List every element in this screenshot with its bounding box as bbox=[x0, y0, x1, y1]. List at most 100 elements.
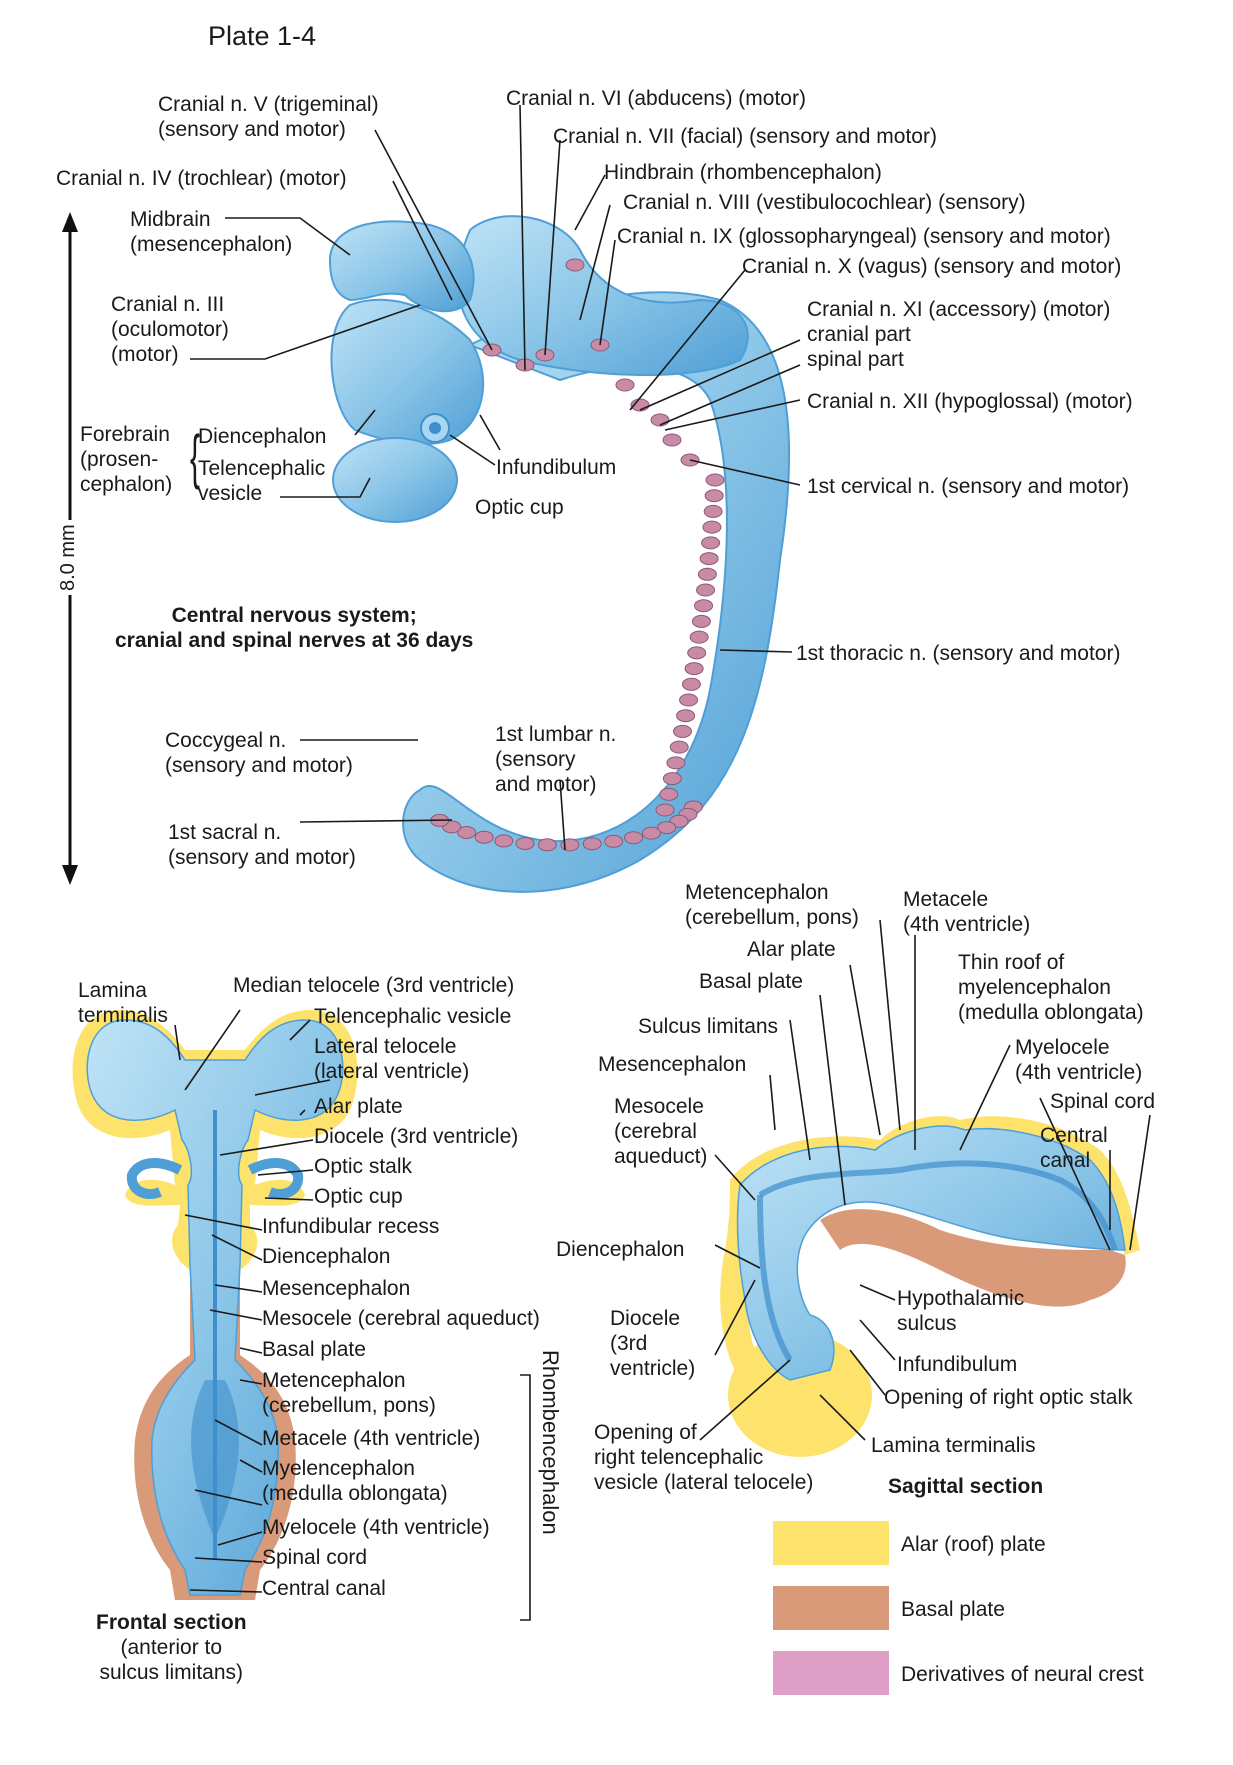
label-sag-infundibulum: Infundibulum bbox=[897, 1353, 1018, 1376]
label-infundibular-recess: Infundibular recess bbox=[262, 1215, 440, 1238]
label-cn3: Cranial n. III(oculomotor)(motor) bbox=[111, 293, 229, 366]
label-cn8: Cranial n. VIII (vestibulocochlear) (sen… bbox=[623, 191, 1026, 214]
nerve-root-ganglion bbox=[702, 520, 722, 534]
nerve-root-ganglion bbox=[537, 838, 557, 852]
label-optic-cup-top: Optic cup bbox=[475, 496, 564, 519]
nerve-root-ganglion bbox=[684, 662, 704, 676]
label-thoracic: 1st thoracic n. (sensory and motor) bbox=[796, 642, 1121, 665]
legend-label-alar: Alar (roof) plate bbox=[901, 1533, 1046, 1556]
spinal-nerve-roots bbox=[430, 258, 725, 852]
nerve-root-ganglion bbox=[676, 709, 696, 723]
label-frontal-basal: Basal plate bbox=[262, 1338, 366, 1361]
plate-title: Plate 1-4 bbox=[208, 21, 317, 51]
nerve-root-ganglion bbox=[669, 740, 689, 754]
label-cn9: Cranial n. IX (glossopharyngeal) (sensor… bbox=[617, 225, 1111, 248]
sagittal-alar-bulb bbox=[728, 1333, 872, 1457]
label-cervical: 1st cervical n. (sensory and motor) bbox=[807, 475, 1130, 498]
label-sag-mesencephalon: Mesencephalon bbox=[598, 1053, 747, 1076]
left-optic-stalk bbox=[126, 1158, 183, 1199]
sagittal-neural-tube bbox=[736, 1125, 1126, 1381]
label-sag-basal: Basal plate bbox=[699, 970, 803, 993]
sagittal-leader-lines bbox=[699, 919, 1151, 1441]
nerve-root-ganglion bbox=[681, 677, 701, 691]
label-frontal-mesencephalon: Mesencephalon bbox=[262, 1277, 411, 1300]
nerve-root-ganglion bbox=[457, 825, 477, 839]
label-frontal-myelocele: Myelocele (4th ventricle) bbox=[262, 1516, 490, 1539]
nerve-root-ganglion bbox=[689, 630, 709, 644]
nerve-root-ganglion bbox=[691, 614, 711, 628]
top-leader-lines bbox=[190, 104, 801, 851]
label-hindbrain: Hindbrain (rhombencephalon) bbox=[604, 161, 882, 184]
frontal-caption: Frontal section (anterior to sulcus limi… bbox=[96, 1611, 247, 1684]
label-midbrain: Midbrain(mesencephalon) bbox=[130, 208, 293, 256]
nerve-root-ganglion bbox=[662, 772, 682, 786]
frontal-metacele bbox=[191, 1380, 239, 1540]
nerve-root-ganglion bbox=[687, 646, 707, 660]
nerve-root-ganglion bbox=[659, 787, 679, 801]
scale-label: 8.0 mm bbox=[57, 520, 80, 595]
label-telencephalic-vesicle: Telencephalic vesicle bbox=[314, 1005, 512, 1028]
label-frontal-metacele: Metacele (4th ventricle) bbox=[262, 1427, 481, 1450]
label-sacral: 1st sacral n.(sensory and motor) bbox=[168, 821, 356, 869]
nerve-root-ganglion bbox=[679, 693, 699, 707]
telencephalic-vesicle-shape bbox=[332, 437, 458, 523]
label-diencephalon-top: Diencephalon bbox=[198, 425, 327, 448]
nerve-root-ganglion bbox=[662, 433, 682, 447]
label-sag-myelocele: Myelocele(4th ventricle) bbox=[1015, 1036, 1143, 1084]
optic-cup-center bbox=[429, 422, 441, 434]
label-infundibulum-top: Infundibulum bbox=[496, 456, 617, 479]
midbrain-shape bbox=[328, 220, 475, 313]
label-sag-spinal-cord: Spinal cord bbox=[1050, 1090, 1156, 1113]
nerve-root-ganglion bbox=[657, 821, 677, 835]
label-cn5: Cranial n. V (trigeminal)(sensory and mo… bbox=[158, 93, 379, 141]
embryo-cns bbox=[328, 215, 791, 893]
nerve-root-ganglion bbox=[515, 836, 535, 850]
label-sulcus-limitans: Sulcus limitans bbox=[638, 1015, 779, 1038]
nerve-root-ganglion bbox=[565, 258, 585, 272]
nerve-root-ganglion bbox=[696, 583, 716, 597]
label-sag-diencephalon: Diencephalon bbox=[556, 1238, 685, 1261]
legend-swatch-neural-crest bbox=[773, 1651, 889, 1695]
nerve-root-ganglion bbox=[604, 834, 624, 848]
label-frontal-myelencephalon: Myelencephalon(medulla oblongata) bbox=[262, 1457, 448, 1505]
label-cn11: Cranial n. XI (accessory) (motor)cranial… bbox=[807, 298, 1111, 371]
sagittal-ventricle bbox=[758, 1160, 1118, 1251]
label-median-telocele: Median telocele (3rd ventricle) bbox=[233, 974, 515, 997]
nerve-root-ganglion bbox=[672, 724, 692, 738]
label-optic-stalk: Optic stalk bbox=[314, 1155, 413, 1178]
rhombencephalon-bracket bbox=[520, 1374, 531, 1621]
label-frontal-central-canal: Central canal bbox=[262, 1577, 386, 1600]
nerve-root-ganglion bbox=[701, 536, 721, 550]
nerve-root-ganglion bbox=[624, 831, 644, 845]
label-sag-lamina: Lamina terminalis bbox=[871, 1434, 1036, 1457]
nerve-root-ganglion bbox=[703, 504, 723, 518]
label-frontal-spinal-cord: Spinal cord bbox=[262, 1546, 368, 1569]
label-cn4: Cranial n. IV (trochlear) (motor) bbox=[56, 167, 347, 190]
sagittal-diocele bbox=[757, 1194, 793, 1362]
label-cn6: Cranial n. VI (abducens) (motor) bbox=[506, 87, 806, 110]
label-rhombencephalon: Rhombencephalon bbox=[538, 1350, 563, 1535]
label-cn10: Cranial n. X (vagus) (sensory and motor) bbox=[742, 255, 1122, 278]
label-sag-alar: Alar plate bbox=[747, 938, 836, 961]
label-opening-optic-stalk: Opening of right optic stalk bbox=[884, 1386, 1133, 1409]
nerve-root-ganglion bbox=[655, 803, 675, 817]
nerve-root-ganglion bbox=[666, 756, 686, 770]
label-forebrain: Forebrain(prosen-cephalon) bbox=[80, 423, 173, 496]
label-lateral-telocele: Lateral telocele(lateral ventricle) bbox=[314, 1035, 470, 1083]
label-frontal-metencephalon: Metencephalon(cerebellum, pons) bbox=[262, 1369, 436, 1417]
diencephalon-shape bbox=[330, 298, 485, 446]
nerve-root-ganglion bbox=[474, 830, 494, 844]
nerve-root-ganglion bbox=[694, 599, 714, 613]
forebrain-brace: { bbox=[190, 423, 201, 490]
label-frontal-alar: Alar plate bbox=[314, 1095, 403, 1118]
